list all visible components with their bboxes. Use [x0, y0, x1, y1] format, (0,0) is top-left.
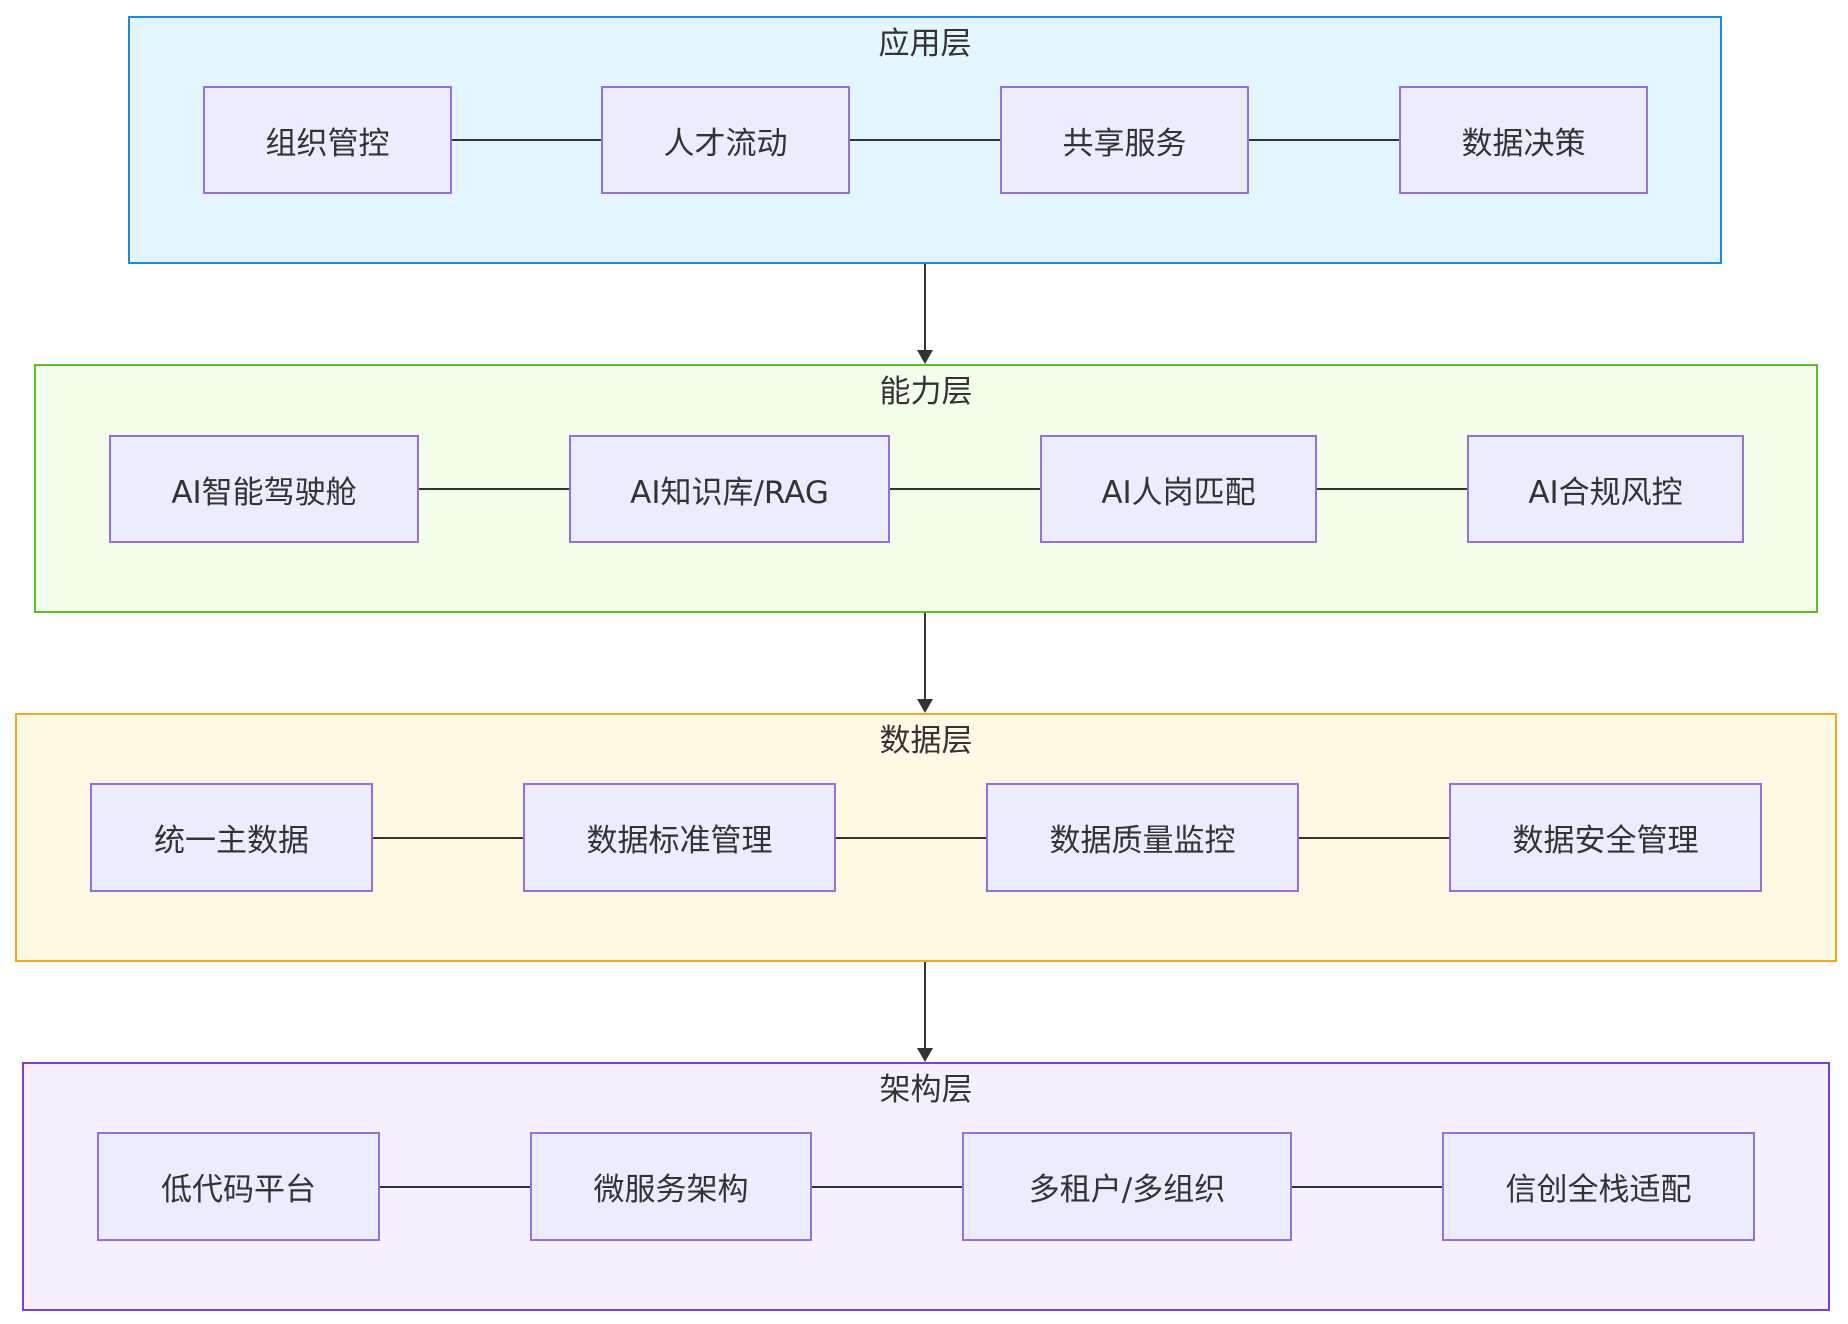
arrow-head: [917, 699, 933, 713]
node-ai-compliance[interactable]: AI合规风控: [1467, 435, 1744, 543]
edge-line: [1299, 837, 1449, 839]
layer-title: 应用层: [878, 26, 972, 62]
edge-line: [836, 837, 986, 839]
node-low-code-platform[interactable]: 低代码平台: [97, 1132, 380, 1241]
layer-title: 架构层: [879, 1072, 973, 1108]
node-ai-knowledge-rag[interactable]: AI知识库/RAG: [569, 435, 890, 543]
edge-line: [380, 1186, 530, 1188]
arrow-head: [917, 1048, 933, 1062]
edge-line: [850, 139, 1000, 141]
edge-line: [812, 1186, 962, 1188]
node-org-control[interactable]: 组织管控: [203, 86, 452, 194]
node-microservices[interactable]: 微服务架构: [530, 1132, 812, 1241]
edge-line: [419, 488, 569, 490]
node-ai-job-matching[interactable]: AI人岗匹配: [1040, 435, 1317, 543]
arrow-head: [917, 350, 933, 364]
node-data-quality[interactable]: 数据质量监控: [986, 783, 1299, 892]
edge-line: [1292, 1186, 1442, 1188]
node-unified-master-data[interactable]: 统一主数据: [90, 783, 373, 892]
arrow-line: [924, 613, 926, 701]
node-xinchuang-adaptation[interactable]: 信创全栈适配: [1442, 1132, 1755, 1241]
node-ai-cockpit[interactable]: AI智能驾驶舱: [109, 435, 419, 543]
node-shared-service[interactable]: 共享服务: [1000, 86, 1249, 194]
edge-line: [890, 488, 1040, 490]
node-data-decision[interactable]: 数据决策: [1399, 86, 1648, 194]
edge-line: [1249, 139, 1399, 141]
node-data-standards[interactable]: 数据标准管理: [523, 783, 836, 892]
arrow-line: [924, 962, 926, 1050]
node-data-security[interactable]: 数据安全管理: [1449, 783, 1762, 892]
layer-title: 数据层: [879, 723, 973, 759]
edge-line: [373, 837, 523, 839]
arrow-line: [924, 264, 926, 352]
layer-title: 能力层: [879, 374, 973, 410]
node-multi-tenant[interactable]: 多租户/多组织: [962, 1132, 1292, 1241]
node-talent-flow[interactable]: 人才流动: [601, 86, 850, 194]
edge-line: [1317, 488, 1467, 490]
edge-line: [452, 139, 601, 141]
